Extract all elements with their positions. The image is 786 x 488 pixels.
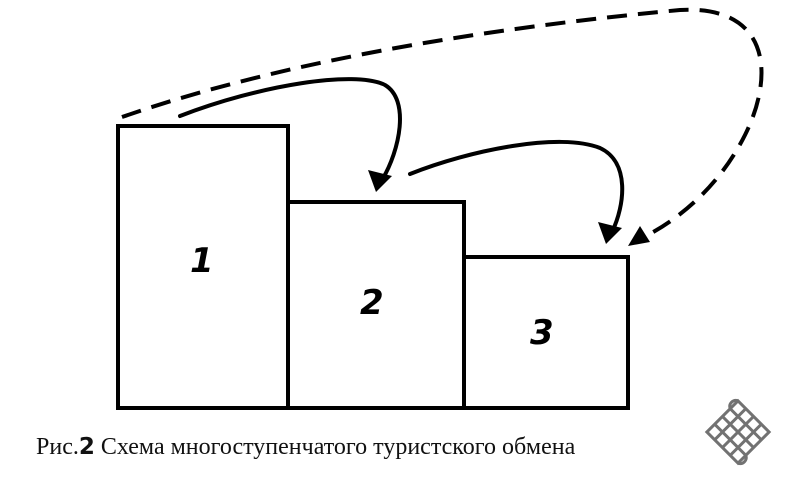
caption-prefix: Рис. — [36, 434, 79, 460]
arrow-1-to-2-head — [368, 170, 392, 192]
dashed-arrow-1-to-3-head — [628, 226, 650, 246]
step-label-1: 1 — [190, 241, 214, 281]
step-box-3 — [462, 255, 630, 410]
caption-figure-number: 2 — [78, 434, 95, 460]
step-box-1 — [116, 124, 290, 410]
arrow-2-to-3-head — [598, 222, 622, 244]
figure-caption: Рис.2 Схема многоступенчатого туристског… — [36, 434, 575, 461]
arrow-2-to-3 — [408, 139, 625, 234]
arrow-1-to-2 — [178, 77, 402, 182]
step-label-3: 3 — [530, 313, 554, 353]
caption-text: Схема многоступенчатого туристского обме… — [94, 434, 576, 460]
dashed-arrow-1-to-3 — [121, 7, 764, 242]
endless-knot-icon — [704, 398, 772, 466]
step-label-2: 2 — [360, 283, 384, 323]
